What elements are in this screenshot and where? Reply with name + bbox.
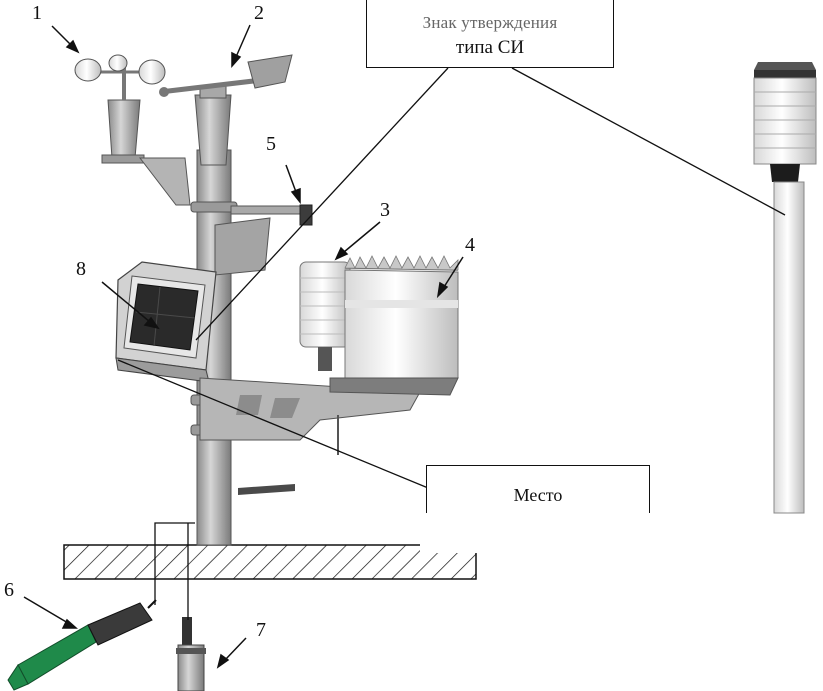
sensor-arm bbox=[214, 204, 313, 276]
label-8: 8 bbox=[76, 258, 86, 280]
number-arrows bbox=[23, 24, 464, 669]
ground-hatch bbox=[63, 544, 477, 580]
temperature-probe bbox=[176, 617, 206, 691]
lower-bracket bbox=[199, 377, 421, 495]
reference-sensor-pole bbox=[753, 62, 817, 514]
label-5: 5 bbox=[266, 133, 276, 155]
image-crop-mask bbox=[420, 513, 680, 553]
location-callout-line1: Место bbox=[513, 485, 563, 505]
label-4: 4 bbox=[465, 234, 475, 256]
label-1: 1 bbox=[32, 2, 42, 24]
approval-mark-callout-line2: типа СИ bbox=[455, 37, 525, 58]
solar-panel bbox=[115, 261, 217, 383]
anemometer bbox=[74, 54, 191, 206]
rain-gauge bbox=[329, 255, 459, 396]
wind-vane bbox=[159, 54, 293, 166]
leader-lines bbox=[117, 67, 786, 491]
label-7: 7 bbox=[256, 619, 266, 641]
label-6: 6 bbox=[4, 579, 14, 601]
soil-moisture-probe bbox=[7, 599, 157, 691]
radiation-shield bbox=[299, 261, 351, 371]
label-2: 2 bbox=[254, 2, 264, 24]
label-3: 3 bbox=[380, 199, 390, 221]
approval-mark-callout-line1: Знак утверждения bbox=[422, 13, 558, 32]
probe-cables bbox=[154, 522, 195, 620]
approval-mark-callout: Знак утверждения типа СИ bbox=[366, 0, 614, 68]
